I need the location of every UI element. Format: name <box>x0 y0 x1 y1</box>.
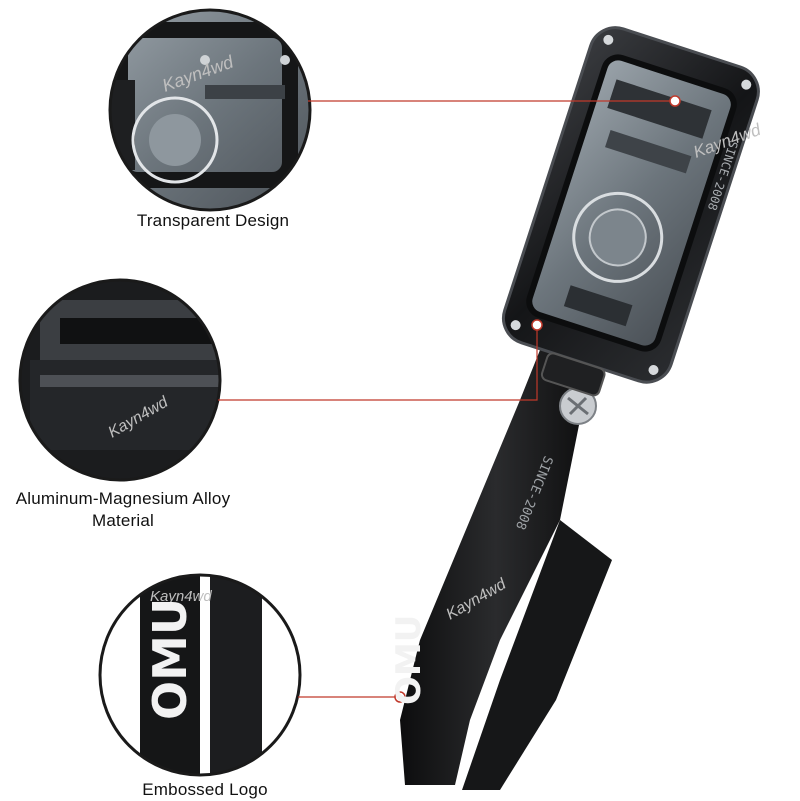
caption-embossed-text: Embossed Logo <box>142 780 268 799</box>
zoom-circle-material <box>18 278 222 482</box>
caption-embossed-logo: Embossed Logo <box>100 779 310 801</box>
caption-transparent-design: Transparent Design <box>100 210 326 232</box>
key-case <box>501 26 760 397</box>
caption-alloy-material: Aluminum-Magnesium Alloy Material <box>0 488 246 532</box>
caption-alloy-line2: Material <box>91 511 155 530</box>
zoom-embossed-logo: OMU <box>143 598 197 720</box>
leader-line-2 <box>218 325 538 401</box>
strap-embossed-logo: OMU <box>389 615 429 705</box>
caption-transparent-text: Transparent Design <box>136 211 290 230</box>
zoom-circle-transparent <box>108 8 312 212</box>
watermark-circle3: Kayn4wd <box>150 588 212 605</box>
wrist-strap <box>400 330 612 790</box>
caption-alloy-line1: Aluminum-Magnesium Alloy <box>15 489 231 508</box>
callout-leaders <box>218 95 681 703</box>
zoom-circle-logo <box>98 573 302 777</box>
